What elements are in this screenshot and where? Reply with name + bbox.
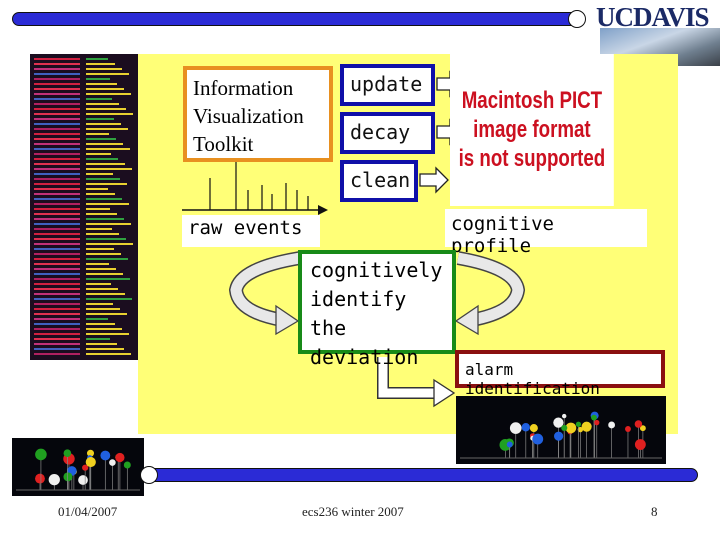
alarm-visualization-image	[456, 396, 666, 464]
viz-node	[109, 459, 116, 466]
viz-node	[100, 451, 110, 461]
footer-date: 01/04/2007	[58, 504, 117, 520]
viz-node	[561, 425, 567, 431]
clean-box: clean	[340, 160, 418, 202]
viz-node	[124, 461, 131, 468]
raw-events-label: raw events	[182, 215, 320, 247]
update-box: update	[340, 64, 435, 106]
viz-node	[49, 474, 60, 485]
footer-bar-decoration	[148, 468, 698, 482]
slide-number: 8	[651, 504, 658, 520]
profile-visualization-image	[12, 438, 144, 496]
cognitive-profile-label: cognitive profile	[445, 209, 647, 247]
toolkit-line: Toolkit	[193, 130, 323, 158]
viz-node	[35, 474, 45, 484]
viz-node	[530, 424, 538, 432]
viz-node	[522, 423, 530, 431]
footer-course: ecs236 winter 2007	[302, 504, 404, 520]
viz-node	[576, 422, 581, 427]
decay-box: decay	[340, 112, 435, 154]
viz-node	[625, 426, 631, 432]
viz-node	[562, 414, 566, 418]
toolkit-line: Information	[193, 74, 323, 102]
viz-node	[635, 439, 646, 450]
deviation-line: identify the	[310, 285, 444, 343]
pict-line: is not supported	[450, 144, 614, 173]
viz-node	[64, 449, 72, 457]
viz-node	[635, 420, 643, 428]
toolkit-line: Visualization	[193, 102, 323, 130]
pict-line: image format	[450, 115, 614, 144]
missing-pict-image: Macintosh PICT image format is not suppo…	[450, 54, 614, 206]
viz-node	[510, 422, 522, 434]
viz-node	[608, 422, 615, 429]
alarm-visualization-graphic	[456, 396, 666, 464]
viz-node	[554, 432, 563, 441]
viz-node	[35, 449, 47, 461]
identify-deviation-box: cognitively identify the deviation	[298, 250, 456, 354]
viz-node	[582, 422, 592, 432]
viz-node	[594, 420, 599, 425]
alarm-identification-box: alarm identification	[455, 350, 665, 388]
viz-node	[115, 453, 124, 462]
viz-node	[507, 442, 513, 448]
viz-node	[63, 472, 72, 481]
viz-node	[591, 415, 597, 421]
viz-node	[532, 434, 543, 445]
profile-visualization-graphic	[12, 438, 144, 496]
footer-bar-end-circle	[140, 466, 158, 484]
deviation-line: cognitively	[310, 256, 444, 285]
viz-node	[78, 475, 88, 485]
pict-line: Macintosh PICT	[450, 86, 614, 115]
viz-node	[86, 457, 96, 467]
info-vis-toolkit-box: Information Visualization Toolkit	[183, 66, 333, 162]
deviation-line: deviation	[310, 343, 444, 372]
